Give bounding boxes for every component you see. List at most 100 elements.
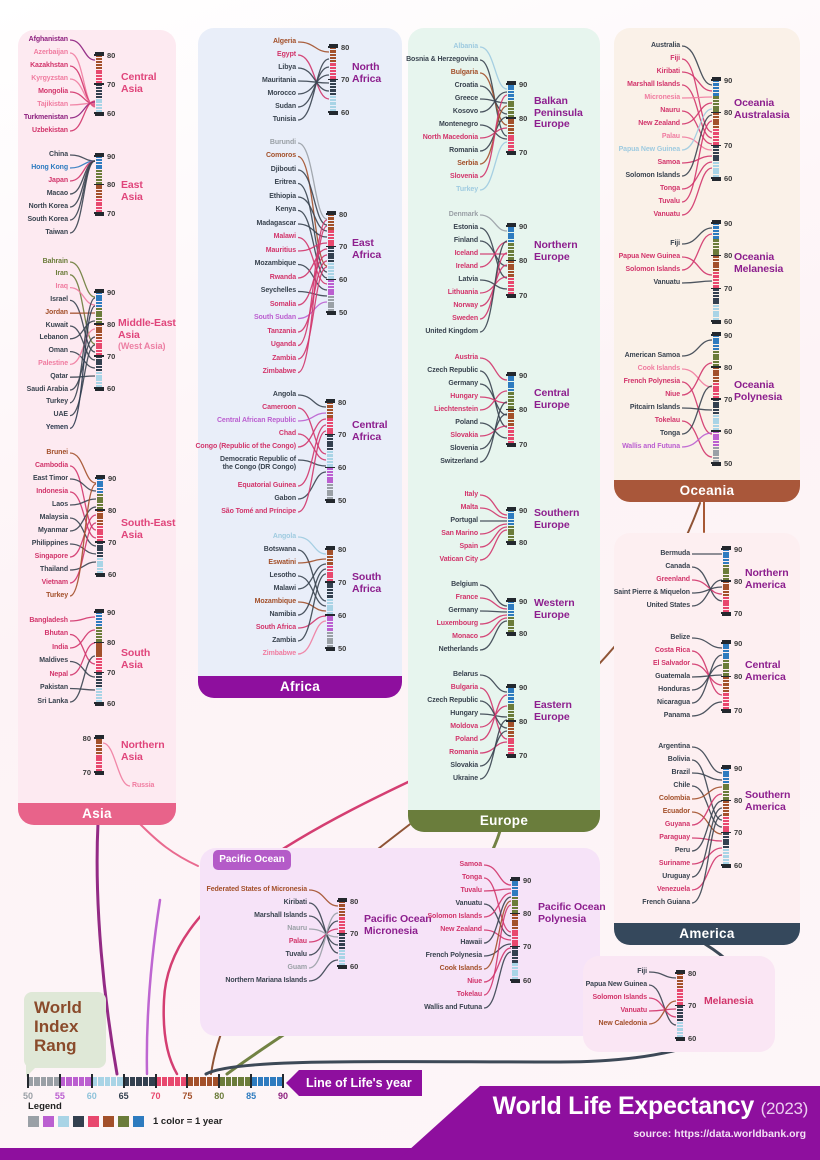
country-label: Nauru [660, 106, 680, 114]
life-ruler-square [508, 284, 514, 288]
ruler-tick-mark [325, 466, 335, 469]
world-index-line: Index [34, 1017, 79, 1036]
country-label: Palestine [38, 359, 68, 367]
country-label: Indonesia [36, 487, 68, 495]
life-ruler-square [677, 976, 683, 979]
legend-row: 1 color = 1 year [28, 1116, 222, 1127]
ruler-tick-mark [675, 1037, 685, 1039]
ruler-tick-label: 60 [338, 462, 347, 472]
scale-year-square [130, 1077, 136, 1086]
ruler-end-cap [506, 633, 516, 636]
country-label: Slovenia [450, 444, 478, 452]
life-ruler-square [723, 774, 729, 777]
country-label: Qatar [50, 372, 68, 380]
country-label: Taiwan [45, 228, 68, 236]
ruler-tick-label: 70 [338, 430, 347, 440]
country-label: North Korea [28, 202, 68, 210]
life-ruler-square [327, 470, 333, 474]
life-ruler-square [96, 761, 102, 765]
life-ruler-square [328, 233, 334, 237]
ruler-tick-label: 80 [338, 397, 347, 407]
life-ruler-square [96, 57, 102, 60]
life-ruler-square [508, 419, 514, 423]
ruler-tick-mark [94, 54, 104, 56]
ruler-tick-mark [510, 879, 520, 881]
life-ruler-square [723, 669, 729, 673]
country-label: Poland [455, 735, 478, 743]
ruler-tick-label: 60 [688, 1033, 697, 1043]
ruler-tick-label: 80 [107, 319, 116, 329]
life-ruler-square [713, 456, 719, 459]
country-label: Hungary [450, 392, 478, 400]
country-label: Iran [55, 270, 69, 278]
ruler-end-cap [721, 765, 731, 768]
life-ruler-square [96, 201, 102, 204]
country-label: Azerbaijan [33, 48, 69, 56]
country-label: Poland [455, 418, 478, 426]
ruler-tick-mark [721, 799, 731, 802]
country-label: Micronesia [644, 93, 680, 101]
country-label: San Marino [441, 529, 478, 537]
ruler-tick-mark [95, 541, 105, 543]
ruler-tick-label: 70 [341, 75, 350, 84]
life-ruler-square [713, 148, 719, 152]
life-ruler-square [713, 168, 719, 171]
country-label: Bhutan [44, 630, 68, 637]
life-ruler-square [508, 731, 514, 734]
life-ruler-square [713, 223, 719, 226]
legend-color-square [133, 1116, 144, 1127]
ruler-tick-label: 90 [734, 544, 743, 554]
life-ruler-square [96, 748, 102, 751]
scale-tick [218, 1074, 221, 1088]
life-ruler-square [512, 906, 518, 910]
country-label: Suriname [658, 859, 690, 867]
ruler-tick-mark [510, 945, 520, 948]
life-ruler-square [512, 883, 518, 886]
ruler-tick-label: 90 [734, 763, 743, 773]
country-label: South Korea [27, 215, 68, 223]
life-ruler-square [713, 392, 719, 395]
ruler-end-cap [506, 372, 516, 375]
country-label: Macao [46, 189, 68, 197]
ruler-end-cap [721, 640, 731, 643]
country-label: French Polynesia [623, 377, 680, 385]
life-ruler-square [328, 227, 334, 230]
country-label: Tanzania [267, 327, 296, 335]
ruler-end-cap [506, 755, 516, 758]
ruler-end-cap [328, 112, 338, 115]
ruler-tick-label: 70 [107, 351, 116, 361]
country-label: Uzbekistan [32, 126, 68, 134]
country-label: Canada [665, 562, 690, 570]
ruler-end-cap [711, 220, 721, 223]
ruler-end-cap [94, 772, 104, 775]
life-ruler-square [96, 308, 102, 311]
life-ruler-square [97, 564, 103, 567]
life-ruler-square [713, 363, 719, 367]
ruler-tick-mark [94, 702, 104, 704]
ruler-tick-label: 80 [724, 362, 733, 372]
life-ruler-square [97, 500, 103, 503]
country-label: Zimbabwe [262, 368, 297, 375]
country-label: Belarus [453, 670, 478, 678]
life-ruler-square [327, 572, 333, 575]
country-label: East Timor [32, 474, 68, 482]
country-label: Belize [670, 633, 690, 641]
life-ruler-square [677, 986, 683, 989]
life-ruler-square [96, 384, 102, 388]
ruler-tick-label: 70 [523, 942, 532, 952]
life-ruler-square [723, 787, 729, 790]
life-ruler-square [713, 415, 719, 418]
life-ruler-square [508, 738, 514, 741]
life-ruler-square [97, 542, 103, 545]
life-ruler-square [327, 431, 333, 434]
life-ruler-square [96, 755, 102, 758]
ruler-tick-label: 80 [519, 537, 528, 547]
ruler-tick-mark [711, 366, 721, 368]
country-label: Monaco [452, 632, 478, 640]
life-ruler-square [328, 295, 334, 299]
life-ruler-square [96, 107, 102, 110]
life-ruler-square [713, 347, 719, 351]
life-ruler-square [723, 696, 729, 700]
life-ruler-square [508, 277, 514, 281]
